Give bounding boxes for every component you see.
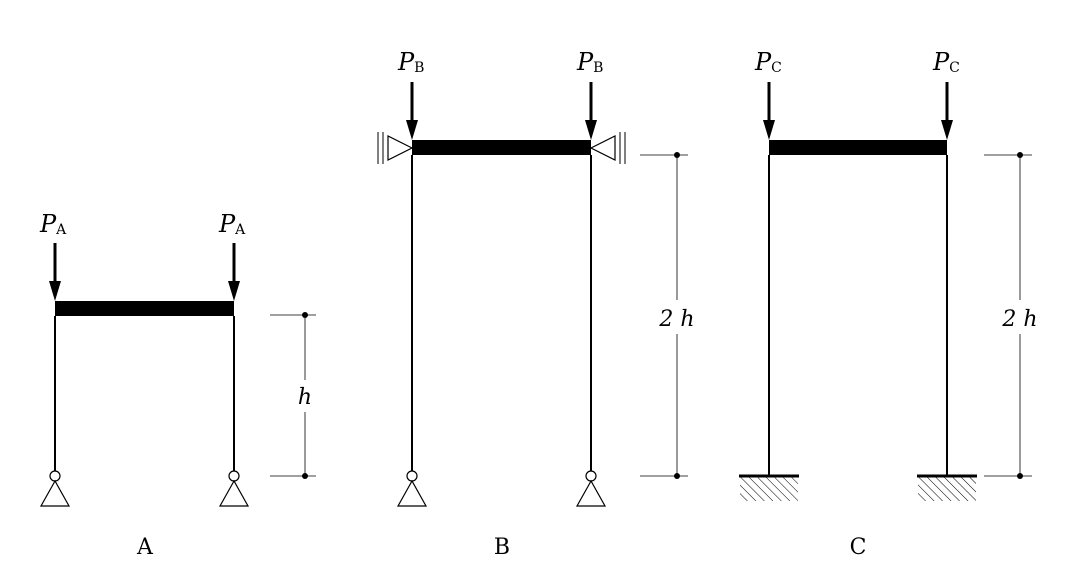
fixed-support-icon bbox=[739, 474, 799, 501]
down-arrow-icon bbox=[941, 82, 953, 140]
pin-support-icon bbox=[575, 470, 607, 507]
load-left-c: PC bbox=[754, 48, 782, 140]
load-symbol: P bbox=[576, 48, 594, 76]
load-subscript: A bbox=[55, 222, 67, 238]
beam-b bbox=[412, 140, 591, 155]
dimension-b: 2 h bbox=[640, 152, 695, 479]
load-subscript: C bbox=[771, 60, 782, 76]
load-subscript: A bbox=[234, 222, 246, 238]
down-arrow-icon bbox=[406, 82, 418, 140]
svg-text:PA: PA bbox=[218, 210, 246, 238]
load-symbol: P bbox=[397, 48, 415, 76]
load-symbol: P bbox=[754, 48, 772, 76]
down-arrow-icon bbox=[49, 243, 61, 301]
load-right-a: PA bbox=[218, 210, 246, 301]
fixed-support-icon bbox=[917, 474, 977, 501]
dimension-a: h bbox=[270, 312, 316, 479]
pin-support-icon bbox=[39, 470, 71, 507]
down-arrow-icon bbox=[763, 82, 775, 140]
pin-support-icon bbox=[218, 470, 250, 507]
frame-a: PA PA bbox=[39, 210, 316, 560]
frame-caption: C bbox=[850, 535, 867, 560]
svg-text:PC: PC bbox=[754, 48, 782, 76]
load-right-c: PC bbox=[932, 48, 960, 140]
roller-support-icon bbox=[377, 132, 414, 164]
height-label: 2 h bbox=[1001, 307, 1037, 332]
load-symbol: P bbox=[218, 210, 236, 238]
pin-support-icon bbox=[396, 470, 428, 507]
svg-text:PB: PB bbox=[576, 48, 603, 76]
height-label: 2 h bbox=[658, 307, 694, 332]
frame-b: PB PB bbox=[377, 48, 695, 560]
beam-c bbox=[769, 140, 947, 155]
load-left-b: PB bbox=[397, 48, 424, 140]
roller-support-icon bbox=[589, 132, 626, 164]
svg-text:PA: PA bbox=[39, 210, 67, 238]
load-symbol: P bbox=[932, 48, 950, 76]
frame-caption: B bbox=[494, 535, 510, 560]
load-left-a: PA bbox=[39, 210, 67, 301]
load-subscript: B bbox=[593, 60, 603, 76]
frame-caption: A bbox=[136, 535, 154, 560]
load-subscript: B bbox=[414, 60, 424, 76]
load-subscript: C bbox=[949, 60, 960, 76]
down-arrow-icon bbox=[585, 82, 597, 140]
load-symbol: P bbox=[39, 210, 57, 238]
svg-text:PB: PB bbox=[397, 48, 424, 76]
svg-text:PC: PC bbox=[932, 48, 960, 76]
height-label: h bbox=[298, 385, 312, 410]
load-right-b: PB bbox=[576, 48, 603, 140]
dimension-c: 2 h bbox=[984, 152, 1038, 479]
frame-c: PC PC bbox=[739, 48, 1038, 560]
down-arrow-icon bbox=[228, 243, 240, 301]
beam-a bbox=[55, 301, 234, 316]
